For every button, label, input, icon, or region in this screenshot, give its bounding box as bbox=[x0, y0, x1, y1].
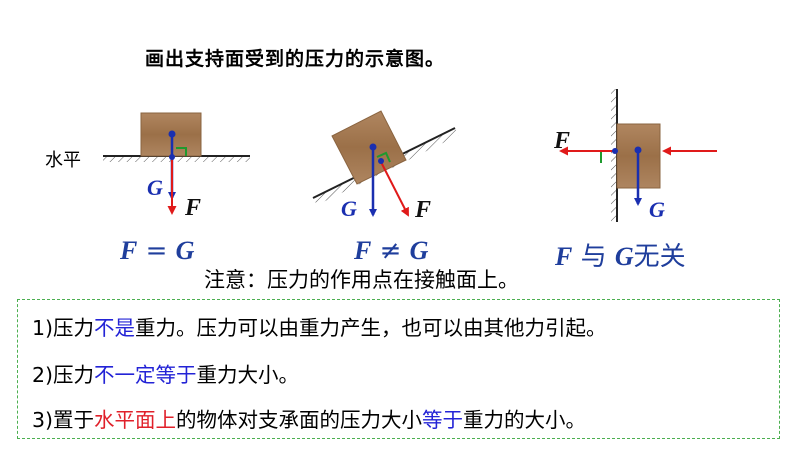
pressure-label: F bbox=[184, 195, 201, 221]
relation-incline: F ≠ G bbox=[354, 236, 428, 266]
line-body: 重力大小。 bbox=[196, 363, 300, 387]
ground-hatch bbox=[103, 156, 250, 162]
line-body: 重力。压力可以由重力产生，也可以由其他力引起。 bbox=[135, 316, 607, 340]
incline-diagram: G F bbox=[312, 110, 459, 223]
notes-box: 1)压力不是重力。压力可以由重力产生，也可以由其他力引起。 2)压力不一定等于重… bbox=[17, 299, 780, 439]
relation-lhs: F bbox=[354, 236, 372, 265]
contact-dot bbox=[378, 158, 384, 164]
right-angle-mark bbox=[376, 151, 391, 163]
line-suffix: 重力的大小。 bbox=[463, 408, 587, 432]
gravity-label: G bbox=[147, 175, 163, 200]
note-line-1: 1)压力不是重力。压力可以由重力产生，也可以由其他力引起。 bbox=[32, 311, 607, 341]
relation-lhs: F bbox=[120, 236, 138, 265]
wall-hatch bbox=[611, 89, 617, 222]
contact-dot bbox=[169, 154, 175, 160]
relation-lhs: F bbox=[555, 242, 573, 271]
relation-wall: F 与 G无关 bbox=[555, 236, 686, 273]
pressure-label: F bbox=[553, 128, 570, 154]
relation-rhs: G bbox=[175, 236, 195, 265]
relation-rhs: G bbox=[409, 236, 429, 265]
highlight-blue: 不一定等于 bbox=[94, 363, 197, 387]
wall-diagram: F G bbox=[553, 89, 717, 222]
line-prefix: 2)压力 bbox=[32, 363, 95, 387]
relation-operator: = bbox=[137, 236, 176, 266]
note-line-2: 2)压力不一定等于重力大小。 bbox=[32, 358, 299, 388]
center-dot bbox=[369, 143, 377, 151]
wood-block bbox=[331, 110, 407, 185]
force-diagrams: G F 水平 G F F G bbox=[45, 89, 717, 223]
highlight-blue: 等于 bbox=[422, 408, 464, 432]
center-dot bbox=[168, 130, 176, 138]
slide-title: 画出支持面受到的压力的示意图。 bbox=[145, 48, 446, 70]
surface-label: 水平 bbox=[45, 150, 81, 171]
highlight-blue: 不是 bbox=[94, 316, 136, 340]
note-text: 注意：压力的作用点在接触面上。 bbox=[204, 268, 519, 292]
relation-operator: ≠ bbox=[371, 236, 410, 266]
relation-suffix: 无关 bbox=[633, 242, 686, 272]
gravity-label: G bbox=[649, 197, 665, 222]
contact-dot bbox=[612, 148, 618, 154]
line-prefix: 1)压力 bbox=[32, 316, 95, 340]
relation-rhs: G bbox=[614, 242, 634, 271]
pressure-arrow bbox=[380, 161, 409, 217]
relation-horizontal: F = G bbox=[120, 236, 194, 266]
relation-operator: 与 bbox=[572, 242, 615, 272]
right-angle-mark bbox=[176, 147, 187, 156]
pressure-label: F bbox=[414, 197, 431, 223]
gravity-label: G bbox=[341, 196, 357, 221]
highlight-red: 水平面上 bbox=[94, 408, 177, 432]
center-dot bbox=[634, 146, 642, 154]
line-prefix: 3)置于 bbox=[32, 408, 95, 432]
line-body: 的物体对支承面的压力大小 bbox=[176, 408, 423, 432]
note-line-3: 3)置于水平面上的物体对支承面的压力大小等于重力的大小。 bbox=[32, 403, 586, 433]
horizontal-diagram: G F 水平 bbox=[45, 112, 250, 221]
